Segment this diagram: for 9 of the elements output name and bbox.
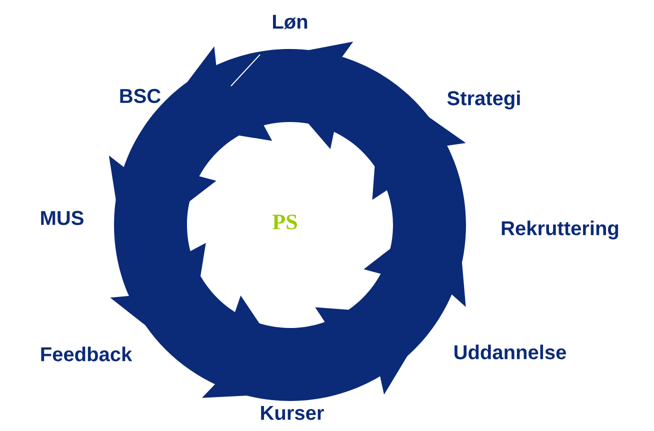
cycle-label: Løn	[273, 14, 308, 30]
cycle-label: Strategi	[447, 90, 520, 110]
cycle-label: MUS	[41, 210, 84, 226]
cycle-label: BSC	[120, 88, 161, 104]
cycle-label: Feedback	[41, 346, 132, 362]
cycle-label: Uddannelse	[454, 344, 566, 360]
cycle-label: Rekruttering	[502, 220, 618, 240]
center-label: PS	[272, 214, 297, 230]
cycle-label: Kurser	[261, 406, 324, 420]
